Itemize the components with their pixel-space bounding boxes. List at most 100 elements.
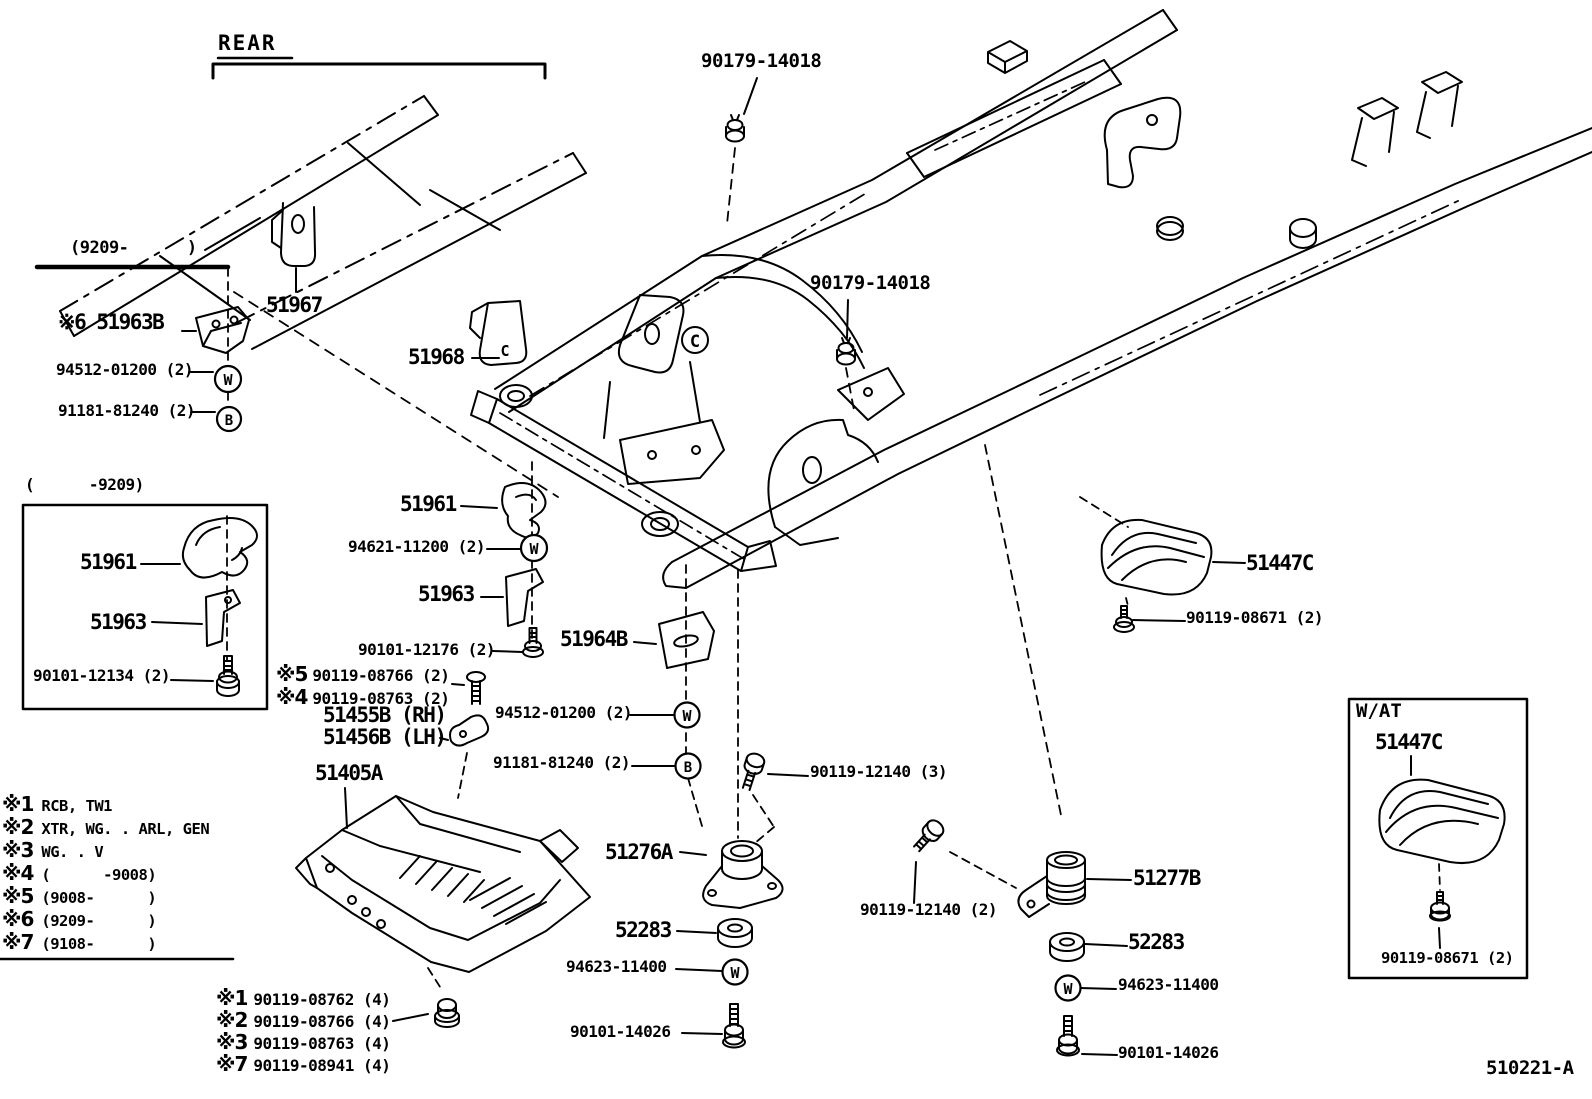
legend-star-6: ※6 xyxy=(2,907,34,931)
fastener-row-4: ※7 90119-08941 (4) xyxy=(216,1052,391,1076)
label-90179-14018-front: 90179-14018 xyxy=(701,50,822,72)
label-90101-12134: 90101-12134 (2) xyxy=(33,666,171,685)
star4-number: 90119-08763 (2) xyxy=(312,689,450,708)
label-51277b: 51277B xyxy=(1133,866,1201,890)
main-frame-drawing xyxy=(470,9,1592,589)
legend-text-7: (9108- ) xyxy=(41,935,157,953)
bolt-90101-14026-right-drawing xyxy=(1056,1015,1118,1057)
fastener-star-1: ※1 xyxy=(216,986,248,1010)
star5-number: 90119-08766 (2) xyxy=(312,666,450,685)
label-51276a: 51276A xyxy=(605,840,673,864)
part-51963b-drawing xyxy=(181,306,250,413)
fastener-row-3: ※3 90119-08763 (4) xyxy=(216,1030,391,1054)
box-pre9209 xyxy=(21,503,269,711)
legend-row-4: ※4 ( -9008) xyxy=(2,861,157,885)
label-90119-12140-3: 90119-12140 (3) xyxy=(810,762,948,781)
washer-symbol-w3: W xyxy=(682,707,692,725)
label-90119-08766: ※5 90119-08766 (2) xyxy=(276,662,450,686)
washer-symbol-w1: W xyxy=(223,371,233,389)
label-91181-81240-left: 91181-81240 (2) xyxy=(58,401,196,420)
legend-star-2: ※2 xyxy=(2,815,34,839)
label-51967: 51967 xyxy=(266,293,323,317)
label-51447c-wat: 51447C xyxy=(1375,730,1443,754)
legend-row-6: ※6 (9209- ) xyxy=(2,907,157,931)
label-52283-right: 52283 xyxy=(1128,930,1185,954)
label-51963b: ※6 51963B xyxy=(58,310,165,334)
legend-text-6: (9209- ) xyxy=(41,912,157,930)
washer-symbol-w5: W xyxy=(1063,980,1073,998)
label-52283-left: 52283 xyxy=(615,918,672,942)
fastener-text-2: 90119-08766 (4) xyxy=(253,1012,391,1031)
legend-star-7: ※7 xyxy=(2,930,34,954)
frame-c-mark: C xyxy=(690,332,700,352)
label-90101-14026-right: 90101-14026 xyxy=(1118,1043,1219,1062)
label-period-9209: (9209- ) xyxy=(70,238,197,258)
nut-90179-mid xyxy=(836,299,856,366)
legend-text-2: XTR, WG. . ARL, GEN xyxy=(41,820,210,838)
legend-star-1: ※1 xyxy=(2,792,34,816)
fastener-row-2: ※2 90119-08766 (4) xyxy=(216,1008,391,1032)
legend-star-4: ※4 xyxy=(2,861,34,885)
label-51455b: 51455B (RH) xyxy=(323,703,447,727)
rear-bracket-line xyxy=(211,56,547,80)
washer-symbol-w2: W xyxy=(529,540,539,558)
box-wat-title: W/AT xyxy=(1356,700,1402,722)
label-51964b: 51964B xyxy=(560,627,628,651)
label-51405a: 51405A xyxy=(315,761,383,785)
label-90101-12176: 90101-12176 (2) xyxy=(358,640,496,659)
part-51967-drawing xyxy=(271,202,317,293)
rear-frame-section xyxy=(59,95,587,350)
part-51455b-drawing xyxy=(439,714,490,747)
legend-row-5: ※5 (9008- ) xyxy=(2,884,157,908)
legend-star-3: ※3 xyxy=(2,838,34,862)
bracket-c-mark: C xyxy=(500,342,509,360)
bolt-90101-14026-left-drawing xyxy=(681,1003,746,1049)
label-51968: 51968 xyxy=(408,345,465,369)
bolt-90119-08671-main-drawing xyxy=(1113,605,1186,633)
bolt-symbol-b1: B xyxy=(225,413,233,429)
legend-row-2: ※2 XTR, WG. . ARL, GEN xyxy=(2,815,210,839)
label-51447c-main: 51447C xyxy=(1246,551,1314,575)
part-51405a-drawing xyxy=(295,787,591,973)
label-94623-11400-right: 94623-11400 xyxy=(1118,975,1219,994)
label-51961-mid: 51961 xyxy=(400,492,457,516)
part-51276a-drawing xyxy=(679,840,784,909)
bolt-90119-12140-2-drawing xyxy=(913,819,945,904)
part-52283-right-drawing xyxy=(1049,932,1128,962)
label-90101-14026-left: 90101-14026 xyxy=(570,1022,671,1041)
legend-text-4: ( -9008) xyxy=(41,866,157,884)
drawing-code: 510221-A xyxy=(1486,1057,1574,1079)
label-94512-01200-mid: 94512-01200 (2) xyxy=(495,703,633,722)
bolt-90101-12176-drawing xyxy=(492,627,544,658)
label-51961-box: 51961 xyxy=(80,550,137,574)
star4-mark: ※4 xyxy=(276,685,308,709)
bolt-90119-12140-3-drawing xyxy=(741,752,809,792)
part-51447c-main-drawing xyxy=(1100,518,1246,596)
symbol-circles xyxy=(213,364,1082,1002)
legend-row-1: ※1 RCB, TW1 xyxy=(2,792,113,816)
box-pre9209-title: ( -9209) xyxy=(25,475,144,494)
label-90179-14018-mid: 90179-14018 xyxy=(810,272,931,294)
legend-text-5: (9008- ) xyxy=(41,889,157,907)
legend-text-3: WG. . V xyxy=(41,843,104,861)
box-wat xyxy=(1347,697,1529,980)
label-90119-08671-main: 90119-08671 (2) xyxy=(1186,608,1324,627)
label-90119-08671-wat: 90119-08671 (2) xyxy=(1381,949,1514,967)
legend-row-7: ※7 (9108- ) xyxy=(2,930,157,954)
label-51963-mid: 51963 xyxy=(418,582,475,606)
box-pre9209-parts xyxy=(140,515,258,697)
label-51456b: 51456B (LH) xyxy=(323,725,447,749)
part-52283-left-drawing xyxy=(676,918,753,948)
screw-90119-0876x-drawing xyxy=(451,671,486,705)
bolt-90119-list-drawing xyxy=(392,998,460,1028)
star5-mark: ※5 xyxy=(276,662,308,686)
fastener-star-4: ※7 xyxy=(216,1052,248,1076)
label-94623-11400-left: 94623-11400 xyxy=(566,957,667,976)
fastener-text-4: 90119-08941 (4) xyxy=(253,1056,391,1075)
box-wat-parts xyxy=(1378,755,1506,949)
fastener-row-1: ※1 90119-08762 (4) xyxy=(216,986,391,1010)
part-51968-drawing xyxy=(469,300,528,366)
legend-star-5: ※5 xyxy=(2,884,34,908)
